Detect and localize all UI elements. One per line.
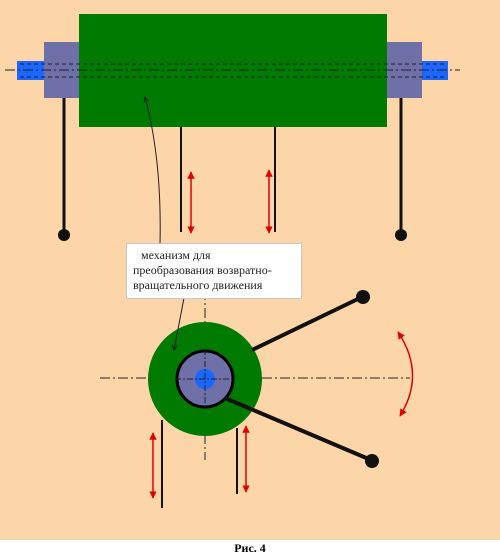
right-support-pivot xyxy=(395,229,407,241)
rotation-arc-arrow xyxy=(397,331,414,417)
upper-lever-pivot xyxy=(356,290,370,304)
callout-leader-bottom xyxy=(174,297,185,350)
figure-caption: Рис. 4 xyxy=(234,541,266,555)
mechanism-diagram xyxy=(0,0,500,540)
callout-line-1: механизм для xyxy=(141,248,211,262)
callout-line-2: преобразования возвратно- xyxy=(133,263,272,277)
callout-leader-top xyxy=(145,97,161,245)
lower-lever-pivot xyxy=(365,454,379,468)
lower-lever-arm xyxy=(224,396,372,462)
callout-line-3: вращательного движения xyxy=(133,278,263,292)
mechanism-callout: механизм для преобразования возвратно- в… xyxy=(126,243,302,299)
top-view xyxy=(5,14,460,241)
roller-drum xyxy=(79,14,387,127)
left-support-pivot xyxy=(58,229,70,241)
upper-lever-arm xyxy=(251,295,363,352)
